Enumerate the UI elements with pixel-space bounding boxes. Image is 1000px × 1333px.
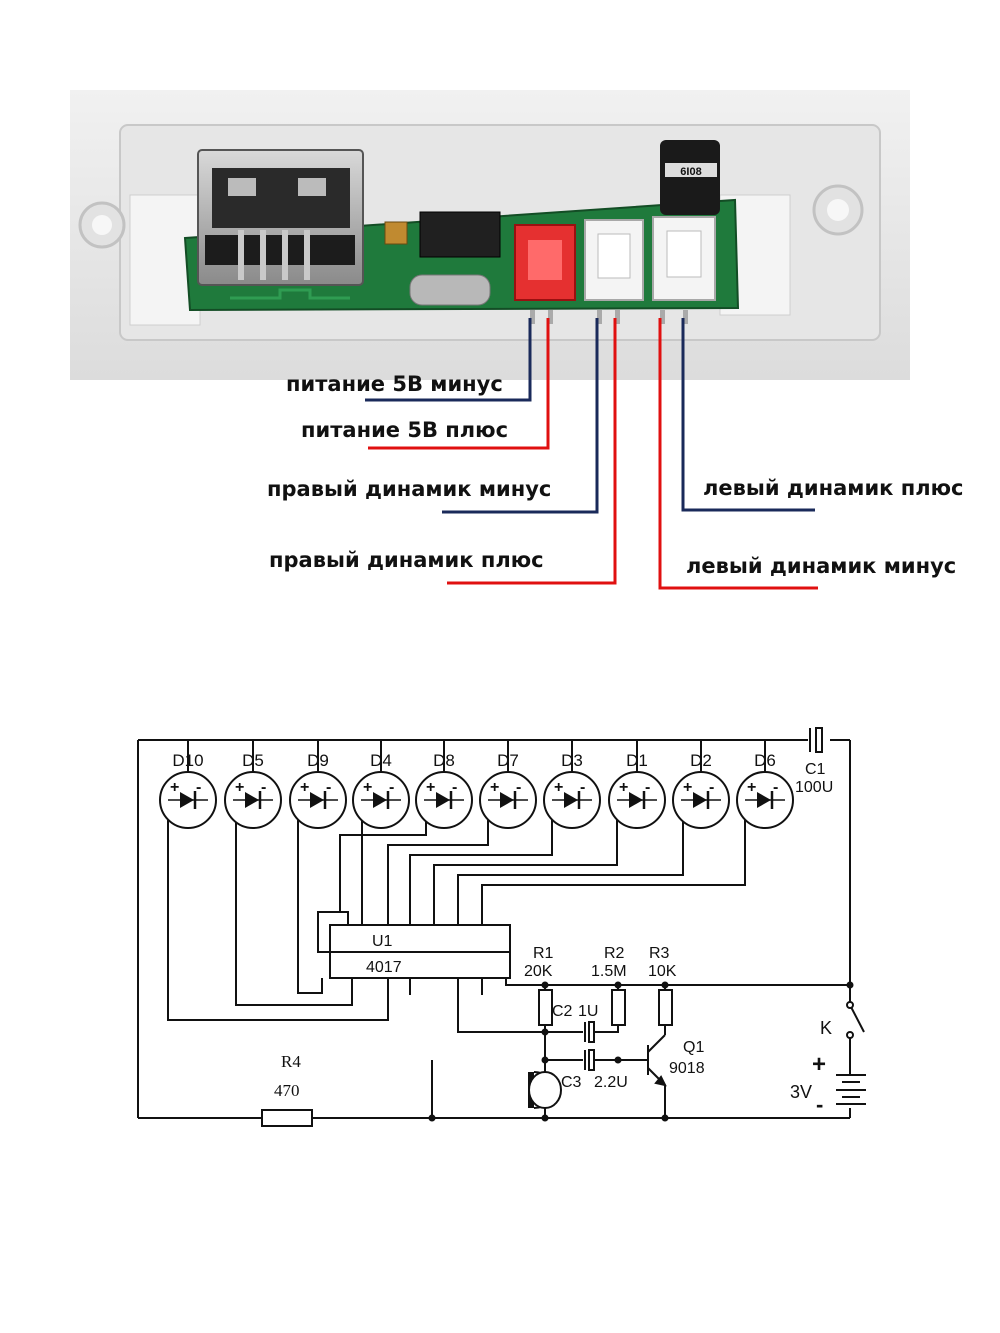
r4-value: 470: [274, 1081, 300, 1100]
battery-plus: +: [812, 1051, 826, 1078]
c2-value: 1U: [578, 1003, 598, 1020]
battery-minus: -: [816, 1092, 823, 1117]
led-minus-sign: -: [773, 779, 778, 796]
led-d3: +- D3: [543, 751, 601, 829]
battery: [836, 1074, 866, 1105]
leader-left-minus: [658, 318, 818, 590]
battery-voltage: 3V: [790, 1082, 812, 1102]
led-label: D2: [690, 751, 712, 770]
led-label: D4: [370, 751, 392, 770]
speaker: [528, 1071, 562, 1109]
leader-power-plus: [368, 318, 550, 450]
led-label: D9: [307, 751, 329, 770]
led-d7: +- D7: [479, 751, 537, 829]
leader-left-plus: [681, 318, 815, 512]
led-d4: +- D4: [352, 751, 410, 829]
leader-power-minus: [365, 318, 532, 402]
led-label: D3: [561, 751, 583, 770]
led-minus-sign: -: [326, 779, 331, 796]
ic-u1: U1 4017: [317, 911, 511, 979]
led-label: D6: [754, 751, 776, 770]
led-d9: +- D9: [289, 751, 347, 829]
led-row: +-D10+-D5+-D9+-D4+-D8+-D7+-D3+-D1+-D2+-D…: [159, 751, 794, 829]
white-connector-1: [584, 219, 644, 301]
c3-ref: C3: [561, 1074, 582, 1091]
switch-k: K: [820, 1001, 865, 1039]
led-d10: +- D10: [159, 751, 217, 829]
u1-part: 4017: [366, 959, 402, 976]
r3-value: 10K: [648, 963, 677, 980]
led-minus-sign: -: [452, 779, 457, 796]
led-plus-sign: +: [490, 779, 499, 796]
led-plus-sign: +: [683, 779, 692, 796]
label-power-minus: питание 5В минус: [286, 372, 503, 396]
r2-value: 1.5M: [591, 963, 627, 980]
led-label: D5: [242, 751, 264, 770]
q1-part: 9018: [669, 1060, 705, 1077]
led-label: D10: [172, 751, 203, 770]
led-plus-sign: +: [363, 779, 372, 796]
q1-ref: Q1: [683, 1039, 704, 1056]
r1-value: 20K: [524, 963, 553, 980]
led-plus-sign: +: [426, 779, 435, 796]
r3-ref: R3: [649, 945, 670, 962]
ic-chip: [419, 211, 501, 258]
u1-ref: U1: [372, 933, 393, 950]
led-minus-sign: -: [389, 779, 394, 796]
led-minus-sign: -: [261, 779, 266, 796]
led-label: D8: [433, 751, 455, 770]
led-d5: +- D5: [224, 751, 282, 829]
led-d1: +- D1: [608, 751, 666, 829]
junctions: [428, 981, 854, 1122]
label-power-plus: питание 5В плюс: [301, 418, 509, 442]
led-minus-sign: -: [645, 779, 650, 796]
led-d8: +- D8: [415, 751, 473, 829]
led-plus-sign: +: [170, 779, 179, 796]
led-plus-sign: +: [619, 779, 628, 796]
led-minus-sign: -: [709, 779, 714, 796]
led-plus-sign: +: [300, 779, 309, 796]
crystal: [409, 274, 491, 306]
led-plus-sign: +: [554, 779, 563, 796]
led-minus-sign: -: [196, 779, 201, 796]
leader-right-minus: [442, 318, 599, 514]
led-label: D1: [626, 751, 648, 770]
c1-value: 100U: [795, 779, 833, 796]
usb-port: [197, 149, 364, 286]
amplifier-chip: 6I08: [660, 140, 720, 215]
led-minus-sign: -: [516, 779, 521, 796]
resistor-r1: R1 20K: [524, 945, 554, 1026]
led-label: D7: [497, 751, 519, 770]
label-right-plus: правый динамик плюс: [269, 548, 544, 572]
resistor-r3: R3 10K: [648, 945, 677, 1026]
switch-ref: K: [820, 1018, 832, 1038]
c3-value: 2.2U: [594, 1074, 628, 1091]
led-d6: +- D6: [736, 751, 794, 829]
board-photo: 6I08: [70, 90, 910, 590]
capacitor-c2: C2 1U: [552, 1003, 598, 1043]
led-plus-sign: +: [235, 779, 244, 796]
leader-right-plus: [447, 318, 617, 585]
pin-row: [530, 310, 688, 324]
c1-ref: C1: [805, 761, 826, 778]
r4-ref: R4: [281, 1052, 301, 1071]
capacitor-c1: C1 100U: [795, 727, 833, 796]
label-right-minus: правый динамик минус: [267, 477, 552, 501]
resistor-r2: R2 1.5M: [591, 945, 627, 1026]
label-left-plus: левый динамик плюс: [703, 476, 964, 500]
led-plus-sign: +: [747, 779, 756, 796]
capacitor-c3: C3 2.2U: [561, 1049, 628, 1091]
chip-marking: 6I08: [680, 166, 701, 178]
transistor-q1: [647, 1034, 667, 1087]
schematic: +-D10+-D5+-D9+-D4+-D8+-D7+-D3+-D1+-D2+-D…: [137, 727, 866, 1127]
r2-ref: R2: [604, 945, 625, 962]
led-minus-sign: -: [580, 779, 585, 796]
c2-ref: C2: [552, 1003, 573, 1020]
resistor-r4: R4 470: [261, 1052, 313, 1127]
led-d2: +- D2: [672, 751, 730, 829]
label-left-minus: левый динамик минус: [686, 554, 957, 578]
r1-ref: R1: [533, 945, 554, 962]
